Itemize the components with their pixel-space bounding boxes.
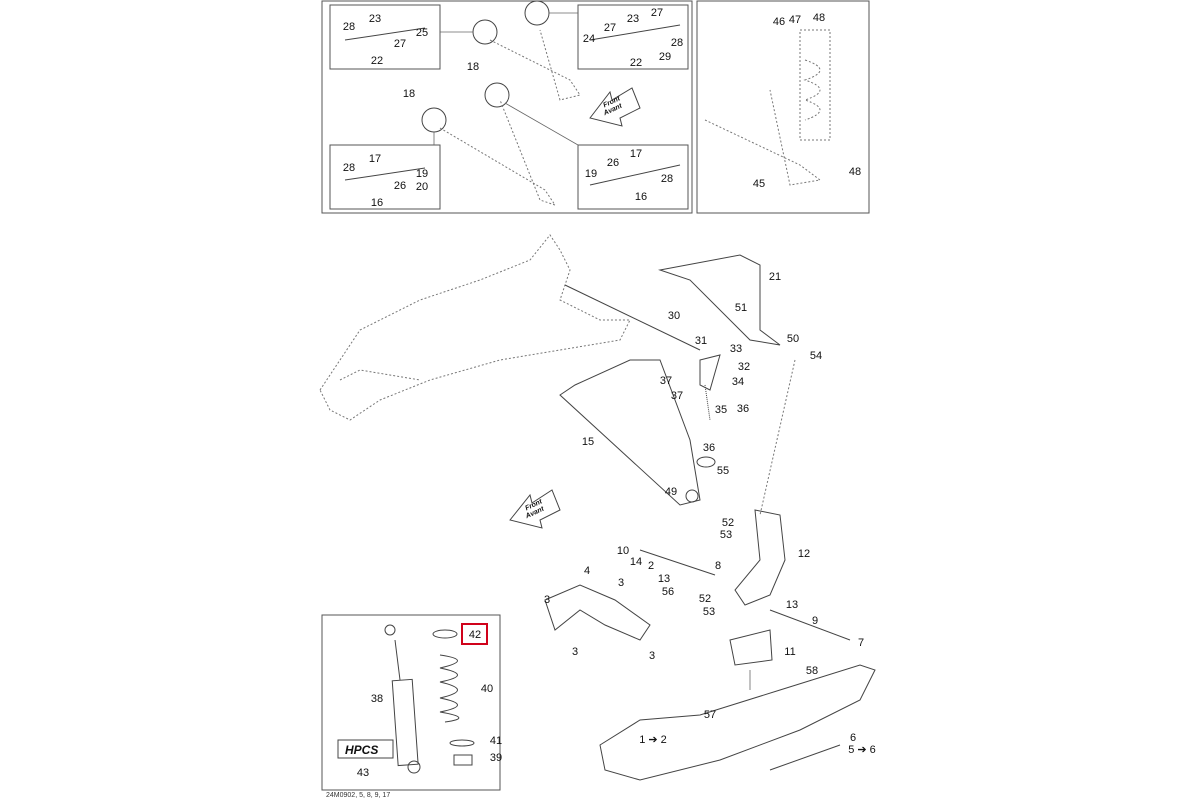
part-callout: 52	[699, 593, 711, 605]
part-callout: 48	[849, 166, 861, 178]
part-callout: 51	[735, 302, 747, 314]
part-callout: 9	[812, 615, 818, 627]
part-callout: 48	[813, 12, 825, 24]
part-callout: 26	[607, 157, 619, 169]
part-callout: 22	[371, 55, 383, 67]
part-callout: 42	[469, 629, 481, 641]
part-callout: 27	[651, 7, 663, 19]
part-callout: 20	[416, 181, 428, 193]
part-callout: 21	[769, 271, 781, 283]
part-callout: 54	[810, 350, 822, 362]
part-callout: 14	[630, 556, 642, 568]
part-callout: 13	[786, 599, 798, 611]
part-callout: 53	[703, 606, 715, 618]
part-callout: 10	[617, 545, 629, 557]
hpcs-logo-decal	[337, 739, 394, 759]
part-callout: 39	[490, 752, 502, 764]
highlighted-part-box	[461, 623, 488, 645]
part-callout: 26	[394, 180, 406, 192]
part-callout: 45	[753, 178, 765, 190]
part-callout: 34	[732, 376, 744, 388]
part-callout: 3	[572, 646, 578, 658]
part-callout: 15	[582, 436, 594, 448]
inset-box-top-left	[329, 4, 441, 70]
part-callout: 30	[668, 310, 680, 322]
part-callout: 1 ➔ 2	[639, 734, 667, 746]
part-callout: 3	[618, 577, 624, 589]
part-callout: 49	[665, 486, 677, 498]
part-callout: 55	[717, 465, 729, 477]
part-callout: 18	[467, 61, 479, 73]
part-callout: 19	[585, 168, 597, 180]
upper-a-arm-panel	[321, 0, 693, 214]
hpcs-logo-text: HPCS	[345, 743, 378, 757]
part-callout: 37	[671, 390, 683, 402]
part-callout: 29	[659, 51, 671, 63]
part-callout: 32	[738, 361, 750, 373]
part-callout: 33	[730, 343, 742, 355]
inset-box-bottom-left	[329, 144, 441, 210]
part-callout: 7	[858, 637, 864, 649]
part-callout: 24	[583, 33, 595, 45]
part-callout: 11	[784, 646, 795, 658]
shock-spring-panel	[321, 614, 501, 791]
part-callout: 16	[371, 197, 383, 209]
part-callout: 8	[715, 560, 721, 572]
shock-assembly-panel	[696, 0, 870, 214]
part-callout: 23	[627, 13, 639, 25]
part-callout: 58	[806, 665, 818, 677]
part-callout: 36	[737, 403, 749, 415]
part-callout: 25	[416, 27, 428, 39]
part-callout: 13	[658, 573, 670, 585]
part-callout: 12	[798, 548, 810, 560]
part-callout: 36	[703, 442, 715, 454]
part-callout: 38	[371, 693, 383, 705]
part-callout: 28	[343, 21, 355, 33]
part-callout: 43	[357, 767, 369, 779]
part-callout: 28	[661, 173, 673, 185]
diagram-reference-footer: 24M0902, 5, 8, 9, 17	[326, 792, 390, 799]
part-callout: 5 ➔ 6	[848, 744, 876, 756]
part-callout: 4	[584, 565, 590, 577]
part-callout: 27	[394, 38, 406, 50]
part-callout: 28	[671, 37, 683, 49]
part-callout: 27	[604, 22, 616, 34]
part-callout: 2	[648, 560, 654, 572]
part-callout: 3	[544, 594, 550, 606]
part-callout: 23	[369, 13, 381, 25]
part-callout: 35	[715, 404, 727, 416]
part-callout: 6	[850, 732, 856, 744]
shock-assembly-detail	[704, 29, 831, 186]
part-callout: 37	[660, 375, 672, 387]
shock-spring-detail: HPCS	[337, 624, 475, 774]
part-callout: 17	[369, 153, 381, 165]
part-callout: 53	[720, 529, 732, 541]
part-callout: 16	[635, 191, 647, 203]
inset-box-top-right	[577, 4, 689, 70]
part-callout: 28	[343, 162, 355, 174]
part-callout: 3	[649, 650, 655, 662]
inset-box-bottom-right	[577, 144, 689, 210]
part-callout: 56	[662, 586, 674, 598]
main-suspension-diagram	[319, 234, 876, 781]
part-callout: 17	[630, 148, 642, 160]
part-callout: 22	[630, 57, 642, 69]
part-callout: 52	[722, 517, 734, 529]
upper-a-arm-detail	[344, 0, 681, 206]
part-callout: 31	[695, 335, 707, 347]
front-direction-arrow-top: Front Avant	[589, 87, 641, 127]
front-direction-arrow-main: Front Avant	[509, 489, 561, 529]
part-callout: 40	[481, 683, 493, 695]
part-callout: 50	[787, 333, 799, 345]
part-callout: 19	[416, 168, 428, 180]
part-callout: 47	[789, 14, 801, 26]
part-callout: 18	[403, 88, 415, 100]
part-callout: 46	[773, 16, 785, 28]
part-callout: 41	[490, 735, 502, 747]
part-callout: 57	[704, 709, 716, 721]
